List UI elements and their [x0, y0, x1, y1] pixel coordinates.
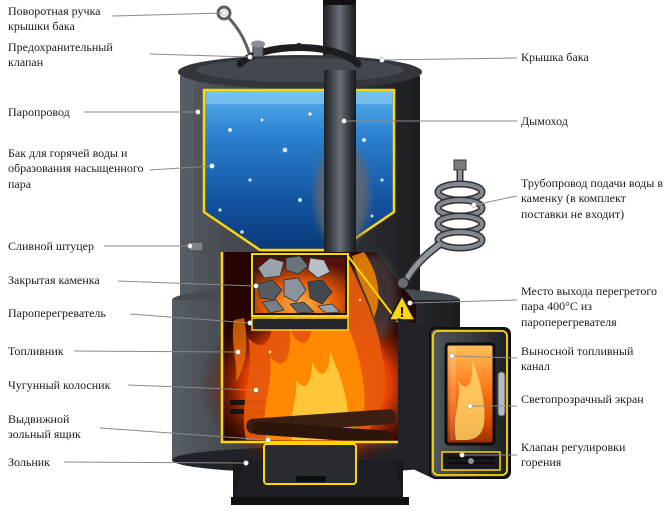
- label-superheater: Пароперегреватель: [8, 306, 106, 320]
- label-steam-outlet: Место выхода перегретого пара 400°C из п…: [521, 284, 657, 329]
- door-handle: [497, 371, 506, 417]
- fuel-channel: [398, 318, 511, 479]
- label-tank-lid: Крышка бака: [521, 50, 589, 64]
- label-firebox: Топливник: [8, 344, 64, 358]
- label-safety-valve: Предохранительный клапан: [8, 40, 113, 70]
- label-steam-pipe: Паропровод: [8, 105, 70, 119]
- ash-drawer: [263, 443, 357, 485]
- label-ash-pan: Зольник: [8, 455, 50, 469]
- tank-lid: [178, 43, 422, 89]
- safety-valve: [251, 40, 265, 58]
- label-combustion-valve: Клапан регулировки горения: [521, 440, 626, 470]
- water-tank-cutaway: [202, 70, 396, 252]
- stone-compartment: [251, 253, 349, 317]
- label-tank-lid-handle: Поворотная ручка крышки бака: [8, 4, 101, 34]
- label-chimney: Дымоход: [521, 114, 568, 128]
- label-water-supply-pipe: Трубопровод подачи воды в каменку (в ком…: [521, 176, 663, 221]
- leader-lines: [63, 12, 518, 464]
- label-drain-fitting: Сливной штуцер: [8, 239, 94, 253]
- leader-dots: [187, 10, 477, 466]
- label-transparent-screen: Светопрозрачный экран: [521, 392, 644, 406]
- combustion-valve: [441, 451, 501, 471]
- svg-text:!: !: [400, 304, 405, 321]
- label-ash-drawer: Выдвижной зольный ящик: [8, 412, 81, 442]
- label-hot-water-tank: Бак для горячей воды и образования насыщ…: [8, 146, 144, 191]
- label-closed-stones: Закрытая каменка: [8, 273, 100, 287]
- label-cast-iron-grate: Чугунный колосник: [8, 378, 111, 392]
- steam-superheater: [251, 317, 349, 331]
- label-fuel-channel: Выносной топливный канал: [521, 344, 634, 374]
- door-glass: [444, 342, 496, 446]
- water-supply-coil: [397, 159, 486, 289]
